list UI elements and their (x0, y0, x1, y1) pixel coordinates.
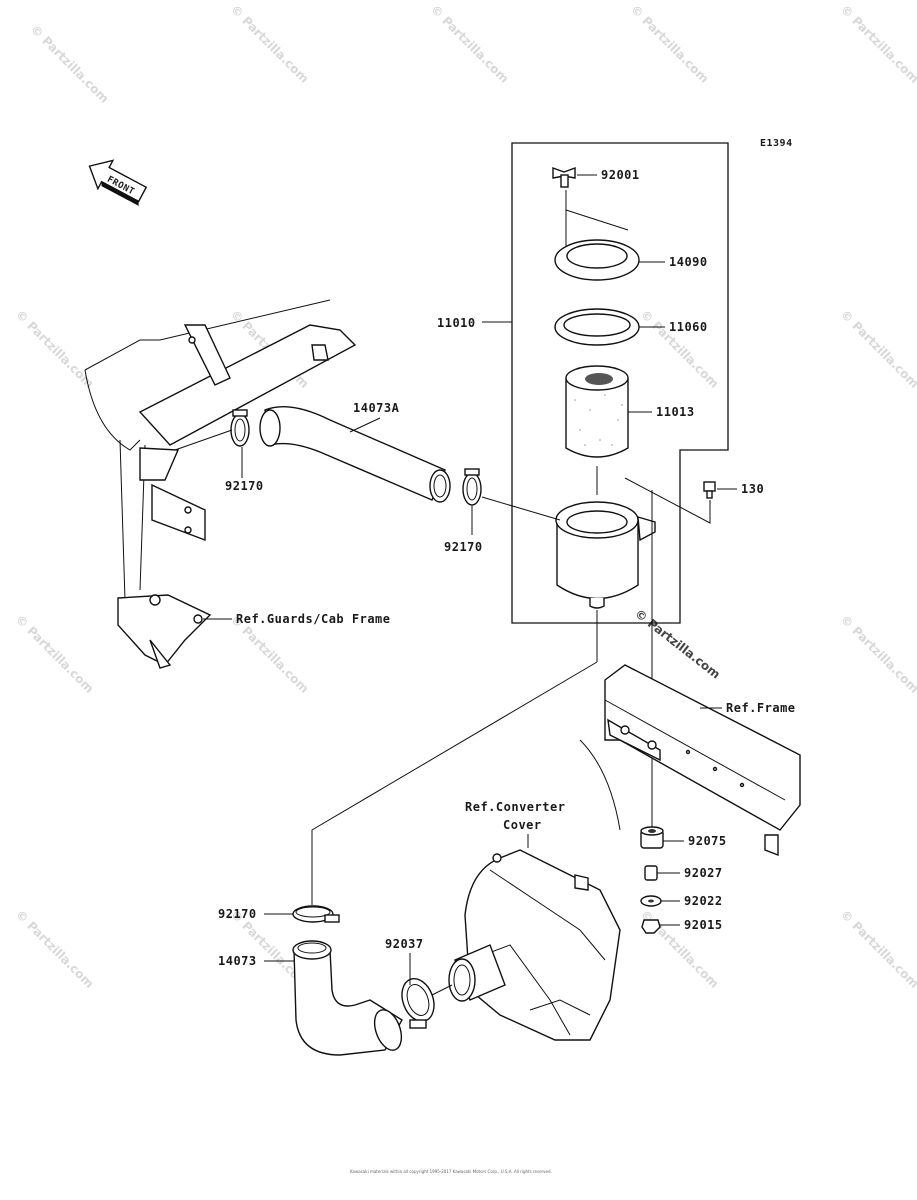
filter-element-11013 (565, 365, 629, 458)
part-label-92075: 92075 (688, 834, 727, 848)
part-label-92170-upper: 92170 (225, 479, 264, 493)
part-label-92027: 92027 (684, 866, 723, 880)
clamp-92037 (401, 977, 435, 1029)
watermark: © Partzilla.com (628, 2, 712, 86)
watermark: © Partzilla.com (838, 2, 917, 86)
converter-inlet (448, 944, 506, 1002)
collar-92027 (644, 865, 658, 881)
wing-bolt-92001 (552, 167, 576, 188)
ref-frame-label: Ref.Frame (726, 701, 796, 715)
diagram-code: E1394 (760, 138, 793, 149)
ref-converter-label-line2: Cover (503, 818, 542, 832)
copyright-footer: Kawasaki materials within all copyright … (350, 1169, 552, 1174)
watermark: © Partzilla.com (838, 307, 917, 391)
part-label-92170-middle: 92170 (444, 540, 483, 554)
leader-92001-diag (565, 209, 629, 231)
air-cleaner-housing (555, 501, 656, 609)
part-label-14073: 14073 (218, 954, 257, 968)
watermark: © Partzilla.com (838, 612, 917, 696)
part-label-14073A: 14073A (353, 401, 400, 415)
clamp-92170-middle (462, 468, 482, 506)
clamp-92170-upper (230, 409, 250, 447)
watermark: © Partzilla.com (228, 2, 312, 86)
cover-plate-14090 (554, 239, 640, 281)
part-label-92015: 92015 (684, 918, 723, 932)
part-label-11010: 11010 (437, 316, 476, 330)
ref-guards-label: Ref.Guards/Cab Frame (236, 612, 391, 626)
nut-92015 (641, 919, 661, 934)
part-label-92022: 92022 (684, 894, 723, 908)
clamp-92170-lower (292, 905, 340, 923)
part-label-11013: 11013 (656, 405, 695, 419)
ref-converter-label-line1: Ref.Converter (465, 800, 565, 814)
leader-duct-to-housing (481, 496, 561, 521)
leader-92170-to-frame (174, 429, 233, 451)
leader-14073A (349, 417, 381, 433)
watermark: © Partzilla.com (13, 307, 97, 391)
assembly-bracket-11010 (511, 142, 729, 624)
leader-130-path (624, 477, 711, 524)
front-arrow-icon: FRONT (88, 159, 148, 206)
part-label-11060: 11060 (669, 320, 708, 334)
washer-92022 (640, 895, 662, 907)
part-label-14090: 14090 (669, 255, 708, 269)
watermark: © Partzilla.com (428, 2, 512, 86)
watermark: © Partzilla.com (838, 907, 917, 991)
intake-duct-14073 (292, 940, 403, 1056)
part-label-92037: 92037 (385, 937, 424, 951)
grommet-92075 (640, 826, 664, 849)
gasket-11060 (554, 308, 640, 346)
bolt-130 (703, 481, 716, 499)
watermark: © Partzilla.com (13, 612, 97, 696)
leader-92037-to-inlet (431, 984, 453, 996)
watermark: © Partzilla.com (13, 907, 97, 991)
main-frame (579, 664, 801, 857)
part-label-92170-lower: 92170 (218, 907, 257, 921)
leader-housing-to-lower (311, 661, 598, 905)
watermark-prominent: © Partzilla.com (632, 606, 723, 681)
part-label-130: 130 (741, 482, 764, 496)
cab-frame (84, 299, 357, 669)
part-label-92001: 92001 (601, 168, 640, 182)
intake-duct-14073A (259, 405, 451, 503)
watermark: © Partzilla.com (28, 22, 112, 106)
